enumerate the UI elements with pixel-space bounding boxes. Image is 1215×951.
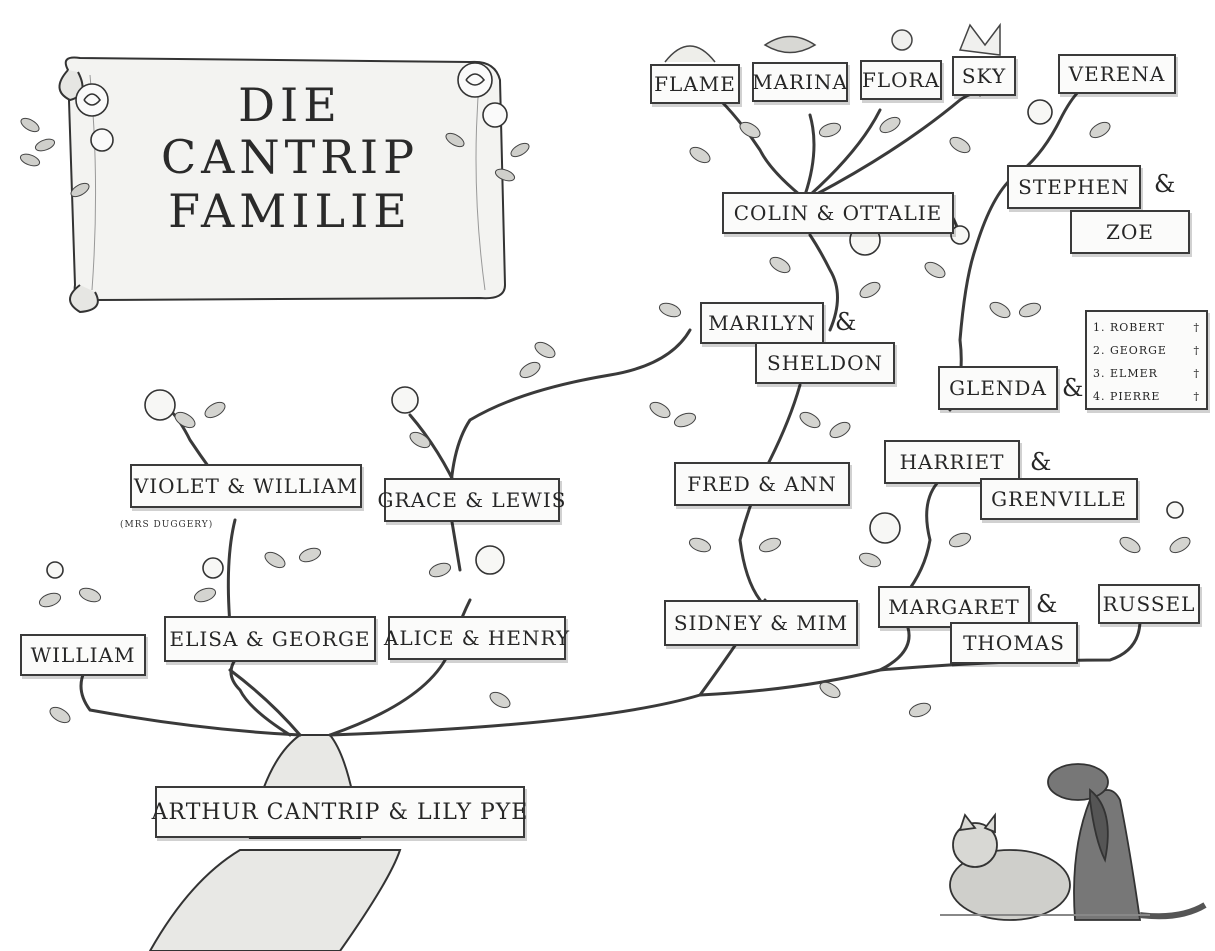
label-fred-ann: FRED & ANN bbox=[674, 462, 850, 506]
label-violet-william: VIOLET & WILLIAM bbox=[130, 464, 362, 508]
title-scroll bbox=[58, 56, 507, 314]
label-marina: MARINA bbox=[752, 62, 848, 102]
label-russel: RUSSEL bbox=[1098, 584, 1200, 624]
title-banner: DIE CANTRIP FAMILIE bbox=[110, 78, 470, 278]
label-grace-lewis: GRACE & LEWIS bbox=[378, 478, 565, 522]
tree-roses bbox=[46, 99, 1184, 579]
label-marilyn: MARILYN bbox=[700, 302, 824, 344]
glenda-spouses-list: 1. ROBERT † 2. GEORGE † 3. ELMER † 4. PIERR… bbox=[1085, 310, 1208, 410]
spouse-name: 2. GEORGE bbox=[1093, 344, 1167, 357]
label-sidney-mim: SIDNEY & MIM bbox=[664, 600, 858, 646]
cat-and-dog bbox=[940, 763, 1207, 921]
label-flora: FLORA bbox=[860, 60, 942, 100]
spouse-name: 1. ROBERT bbox=[1093, 321, 1165, 334]
label-colin-ottalie: COLIN & OTTALIE bbox=[722, 192, 954, 234]
deceased-cross-icon: † bbox=[1193, 390, 1200, 403]
label-zoe: ZOE bbox=[1070, 210, 1190, 254]
label-william: WILLIAM bbox=[20, 634, 146, 676]
scroll-leaves bbox=[19, 117, 530, 198]
label-margaret: MARGARET bbox=[878, 586, 1030, 628]
label-harriet: HARRIET bbox=[884, 440, 1020, 484]
scroll-roses bbox=[75, 62, 508, 152]
tree-trunk bbox=[148, 734, 402, 951]
amp-margaret-thomas: & bbox=[1036, 590, 1058, 618]
label-glenda: GLENDA bbox=[938, 366, 1058, 410]
amp-harriet-grenville: & bbox=[1030, 448, 1052, 476]
spouse-row: 1. ROBERT † bbox=[1093, 316, 1200, 339]
spouse-row: 3. ELMER † bbox=[1093, 362, 1200, 385]
violet-note: (MRS DUGGERY) bbox=[120, 520, 214, 530]
label-stephen: STEPHEN bbox=[1007, 165, 1141, 209]
spouse-name: 3. ELMER bbox=[1093, 367, 1158, 380]
top-emblems bbox=[664, 22, 1001, 63]
tree-branches bbox=[79, 88, 1142, 737]
label-arthur-lily: ARTHUR CANTRIP & LILY PYE bbox=[152, 786, 527, 838]
label-flame: FLAME bbox=[650, 64, 740, 104]
title-line-3: FAMILIE bbox=[168, 184, 412, 238]
amp-glenda: & bbox=[1062, 374, 1084, 402]
deceased-cross-icon: † bbox=[1193, 344, 1200, 357]
spouse-row: 2. GEORGE † bbox=[1093, 339, 1200, 362]
label-sky: SKY bbox=[952, 56, 1016, 96]
label-alice-henry: ALICE & HENRY bbox=[384, 616, 569, 660]
spouse-name: 4. PIERRE bbox=[1093, 390, 1161, 403]
title-line-2: CANTRIP bbox=[160, 130, 420, 184]
amp-marilyn-sheldon: & bbox=[835, 308, 857, 336]
deceased-cross-icon: † bbox=[1193, 367, 1200, 380]
amp-stephen-zoe: & bbox=[1154, 170, 1176, 198]
tree-leaves bbox=[38, 116, 1191, 724]
label-grenville: GRENVILLE bbox=[980, 478, 1138, 520]
label-thomas: THOMAS bbox=[950, 622, 1078, 664]
spouse-row: 4. PIERRE † bbox=[1093, 385, 1200, 408]
label-verena: VERENA bbox=[1058, 54, 1176, 94]
title-line-1: DIE bbox=[238, 78, 342, 132]
label-elisa-george: ELISA & GEORGE bbox=[164, 616, 376, 662]
deceased-cross-icon: † bbox=[1193, 321, 1200, 334]
label-sheldon: SHELDON bbox=[755, 342, 895, 384]
